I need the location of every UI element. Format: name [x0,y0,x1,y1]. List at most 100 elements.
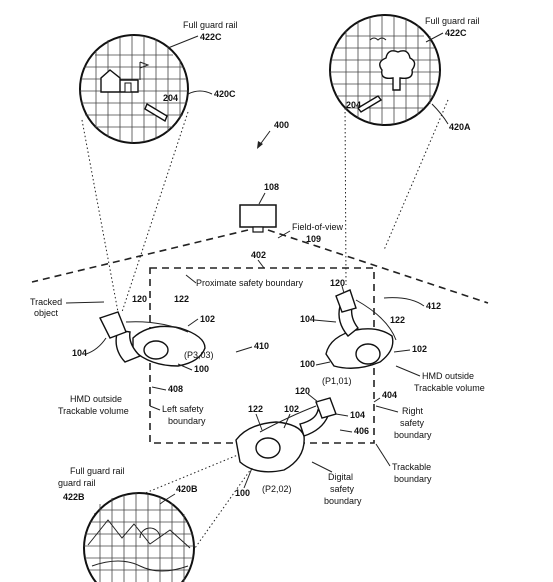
leader-line [373,397,381,403]
view-circle-id: 420C [214,89,236,99]
controller-icon [144,102,168,123]
controller [335,289,357,313]
controller-id: 102 [200,314,215,324]
right-boundary-label: safety [400,418,425,428]
controller-icon [356,95,383,113]
controller-id: 102 [284,404,299,414]
view-title: Full guard rail [70,466,125,476]
digital-boundary-label: boundary [324,496,362,506]
tracked-id: 120 [330,278,345,288]
hmd [143,340,169,360]
hmd [255,437,281,459]
view-subtitle: guard rail [58,478,96,488]
view-circle-top-right: 204 [329,14,441,126]
hmd-outside-left: Trackable volume [58,406,129,416]
fov-id: 109 [306,234,321,244]
controller-arc [355,299,397,341]
leader-line [339,429,353,433]
figure-arrowhead [257,141,263,149]
camera-id: 108 [264,182,279,192]
leader-line [258,192,266,205]
user-id: 100 [235,488,250,498]
arm-id: 104 [350,410,365,420]
view-circle-id: 420B [176,484,198,494]
leader-line [311,461,333,473]
hmd-outside-right: HMD outside [422,371,474,381]
bird-icon [369,37,387,41]
left-boundary-label: Left safety [162,404,204,414]
leader-line [243,467,253,489]
leader-line [187,90,213,95]
river-icon [91,560,189,572]
right-boundary-id: 404 [382,390,397,400]
position-label: (P3,03) [184,350,214,360]
position-label: (P2,02) [262,484,292,494]
view-id: 422C [445,28,467,38]
leader-line [335,413,349,417]
right-boundary-label: Right [402,406,424,416]
controller [99,311,127,339]
flag-icon [139,61,150,80]
leader-line [375,443,391,467]
object-id: 204 [163,93,178,103]
view-circle-id: 420A [449,122,471,132]
arm [338,305,359,337]
user-id: 100 [194,364,209,374]
tree-icon [379,50,416,91]
user-body [132,325,206,367]
leader-line [151,386,167,391]
leader-line [395,365,421,377]
leader-line [235,346,253,353]
position-label: (P1,01) [322,376,352,386]
digital-boundary-label: Digital [328,472,353,482]
controller-arc [125,321,189,333]
user-id: 100 [300,359,315,369]
view-id: 422C [200,32,222,42]
hmd-id: 122 [174,294,189,304]
hmd-outside-left: HMD outside [70,394,122,404]
leader-line [283,413,291,429]
view-id: 422B [63,492,85,502]
projection-line [344,99,347,286]
proximate-boundary-label: Proximate safety boundary [196,278,304,288]
leader-line [393,349,411,353]
tracked-id: 120 [295,386,310,396]
fov-line-left [31,229,249,283]
arc-id: 412 [426,301,441,311]
hmd [355,343,381,365]
leader-line [431,103,449,125]
right-boundary-label: boundary [394,430,432,440]
trackable-boundary-label: Trackable [392,462,431,472]
leader-line [277,230,291,239]
view-circle-top-left: 204 [79,34,189,144]
leader-line [313,319,337,323]
arc-arrow [383,297,425,307]
view-title: Full guard rail [183,20,238,30]
view-circle-bottom [83,492,195,582]
leader-line [65,301,105,304]
camera-lens [252,226,264,233]
left-boundary-id: 408 [168,384,183,394]
leader-line [177,363,193,371]
leader-line [425,32,444,43]
leader-line [341,285,345,294]
sun-icon [139,527,161,539]
tracked-object-label: Tracked [30,297,62,307]
projection-line [121,111,189,313]
view-title: Full guard rail [425,16,480,26]
hmd-id: 102 [412,344,427,354]
arm [115,329,142,363]
leader-line [185,274,197,284]
projection-line [81,119,119,313]
user-left [99,311,206,367]
projection-line [189,444,269,556]
fov-line-right [267,229,489,304]
leader-line [375,405,399,413]
left-boundary-label: boundary [168,416,206,426]
hmd-id: 122 [248,404,263,414]
leader-line [315,361,331,366]
controller-id: 122 [390,315,405,325]
leader-line [187,318,199,327]
tracked-object-label: object [34,308,59,318]
